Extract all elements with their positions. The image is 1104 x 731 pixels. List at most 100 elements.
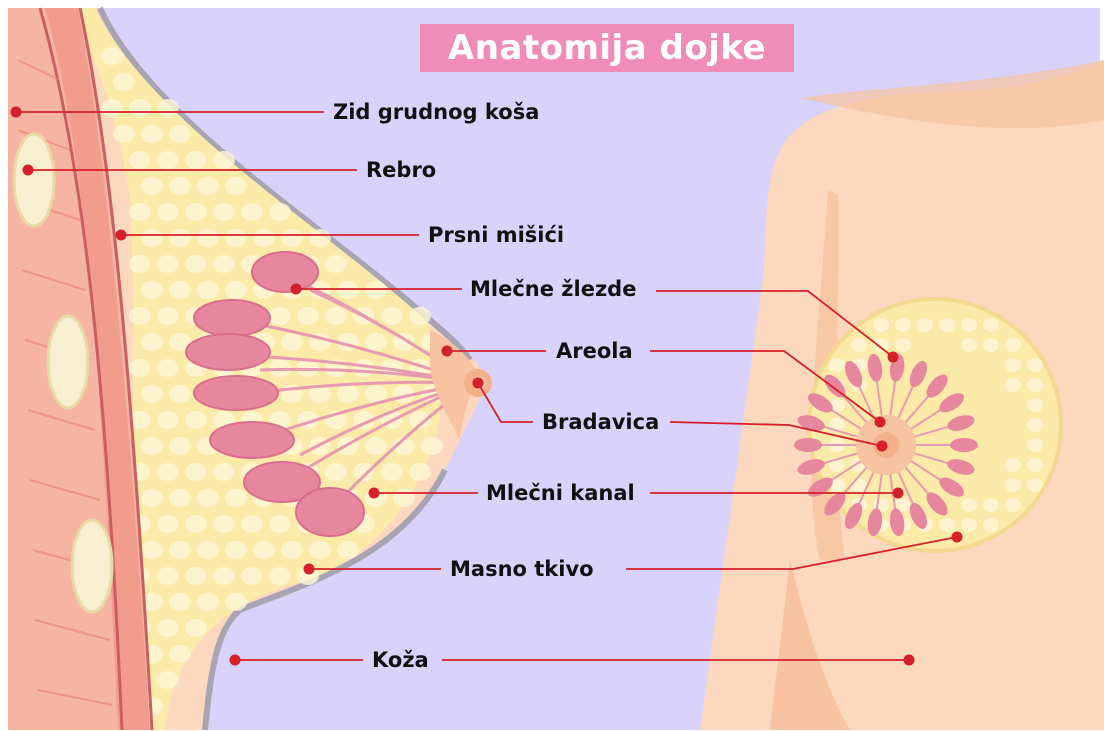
fat-cell	[169, 437, 191, 455]
fat-cell	[169, 593, 191, 611]
mammary-lobe	[296, 488, 364, 536]
fat-cell	[225, 593, 247, 611]
fat-cell	[225, 229, 247, 247]
fat-cell	[185, 515, 207, 533]
fat-cell	[197, 281, 219, 299]
fat-cell	[169, 645, 191, 663]
fat-cell	[169, 229, 191, 247]
fat-cell	[129, 359, 151, 377]
dot-duct-left	[369, 488, 380, 499]
fat-cell	[365, 437, 387, 455]
fat-cell	[157, 463, 179, 481]
fat-cell	[129, 307, 151, 325]
fat-cell	[141, 333, 163, 351]
fat-cell	[1027, 378, 1043, 392]
fat-cell	[325, 307, 347, 325]
fat-cell	[269, 203, 291, 221]
mammary-lobe	[252, 252, 318, 292]
fat-cell	[113, 125, 135, 143]
fat-cell	[917, 318, 933, 332]
fat-cell	[141, 437, 163, 455]
fat-cell	[141, 385, 163, 403]
fat-cell	[409, 463, 431, 481]
fat-cell	[141, 125, 163, 143]
dot-fat-left	[304, 564, 315, 575]
fat-cell	[157, 99, 179, 117]
fat-cell	[185, 203, 207, 221]
fat-cell	[983, 338, 999, 352]
fat-cell	[141, 489, 163, 507]
diagram-title: Anatomija dojke	[448, 28, 766, 68]
fat-cell	[129, 203, 151, 221]
fat-cell	[983, 318, 999, 332]
fat-cell	[281, 333, 303, 351]
title-banner: Anatomija dojke	[420, 24, 794, 72]
fat-cell	[269, 567, 291, 585]
fat-cell	[983, 498, 999, 512]
fat-cell	[169, 177, 191, 195]
fat-cell	[157, 671, 179, 689]
dot-fat-right	[952, 532, 963, 543]
fat-cell	[185, 463, 207, 481]
fat-cell	[409, 307, 431, 325]
fat-cell	[381, 463, 403, 481]
fat-cell	[337, 541, 359, 559]
fat-cell	[983, 518, 999, 532]
dot-pectoral	[116, 230, 127, 241]
fat-cell	[365, 333, 387, 351]
dot-glands-left	[291, 284, 302, 295]
label-areola: Areola	[556, 338, 633, 364]
fat-cell	[185, 567, 207, 585]
dot-duct-right	[893, 488, 904, 499]
front-mammary-lobe	[794, 438, 822, 452]
fat-cell	[157, 255, 179, 273]
fat-cell	[269, 515, 291, 533]
fat-cell	[157, 411, 179, 429]
fat-cell	[185, 619, 207, 637]
fat-cell	[213, 515, 235, 533]
label-pectoral-muscles: Prsni mišići	[428, 222, 564, 248]
label-chest-wall: Zid grudnog koša	[333, 99, 539, 125]
dot-rib	[23, 165, 34, 176]
fat-cell	[337, 281, 359, 299]
fat-cell	[213, 463, 235, 481]
fat-cell	[297, 307, 319, 325]
fat-cell	[1005, 378, 1021, 392]
fat-cell	[225, 489, 247, 507]
fat-cell	[873, 318, 889, 332]
fat-cell	[129, 99, 151, 117]
fat-cell	[253, 541, 275, 559]
fat-cell	[393, 489, 415, 507]
fat-cell	[169, 489, 191, 507]
label-fatty-tissue: Masno tkivo	[450, 556, 594, 582]
mammary-lobe	[186, 334, 270, 370]
dot-areola-right	[875, 417, 886, 428]
dot-nipple-left	[473, 378, 484, 389]
fat-cell	[895, 318, 911, 332]
fat-cell	[197, 593, 219, 611]
fat-cell	[241, 515, 263, 533]
fat-cell	[961, 518, 977, 532]
fat-cell	[851, 338, 867, 352]
fat-cell	[129, 151, 151, 169]
fat-cell	[213, 567, 235, 585]
rib-2	[48, 316, 88, 408]
fat-cell	[1005, 338, 1021, 352]
fat-cell	[141, 229, 163, 247]
rib-1	[14, 134, 54, 226]
fat-cell	[1027, 478, 1043, 492]
fat-cell	[185, 151, 207, 169]
dot-areola-left	[442, 346, 453, 357]
label-skin: Koža	[372, 647, 429, 673]
fat-cell	[169, 385, 191, 403]
fat-cell	[157, 359, 179, 377]
fat-cell	[141, 281, 163, 299]
fat-cell	[241, 203, 263, 221]
fat-cell	[253, 229, 275, 247]
fat-cell	[169, 281, 191, 299]
dot-skin-right	[904, 655, 915, 666]
fat-cell	[269, 307, 291, 325]
fat-cell	[101, 99, 123, 117]
label-milk-duct: Mlečni kanal	[486, 480, 635, 506]
